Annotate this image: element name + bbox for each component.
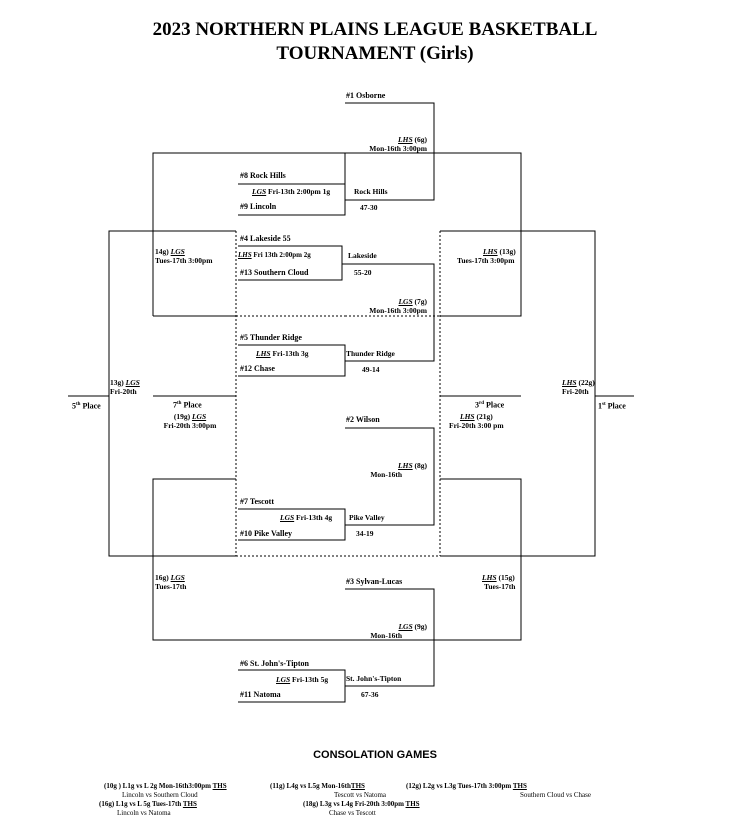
game-7-time: Mon-16th 3:00pm <box>369 306 427 315</box>
game-6-time: Mon-16th 3:00pm <box>369 144 427 153</box>
game-21-label: LHS (21g) <box>460 412 493 421</box>
team-rock-hills: #8 Rock Hills <box>240 171 286 180</box>
game-22-label: LHS (22g) <box>562 378 595 387</box>
bracket-line <box>152 478 522 641</box>
bracket-line <box>238 669 346 703</box>
seventh-place-label: 7th Place <box>173 400 202 410</box>
game-4-score: 34-19 <box>356 529 374 538</box>
page-title: 2023 NORTHERN PLAINS LEAGUE BASKETBALL T… <box>0 18 750 66</box>
bracket-line <box>342 263 435 362</box>
consolation-game-12: (12g) L2g vs L3g Tues-17th 3:00pm THS So… <box>406 782 591 799</box>
team-st-johns-tipton: #6 St. John's-Tipton <box>240 659 309 668</box>
title-line-1: 2023 NORTHERN PLAINS LEAGUE BASKETBALL <box>152 19 598 40</box>
consolation-game-18: (18g) L3g vs L4g Fri-20th 3:00pm THS Cha… <box>303 800 420 817</box>
game-13-time: Tues-17th 3:00pm <box>457 256 515 265</box>
game-3-winner: Thunder Ridge <box>346 349 395 358</box>
game-9-label: LGS (9g) <box>398 622 427 631</box>
game-13-label: LHS (13g) <box>483 247 516 256</box>
game-15-label: LHS (15g) <box>482 573 515 582</box>
game-14-label: 14g) LGS <box>155 247 185 256</box>
game-1-winner: Rock Hills <box>354 187 388 196</box>
team-pike-valley: #10 Pike Valley <box>240 529 293 538</box>
third-place-label: 3rd Place <box>475 400 505 410</box>
game-16-time: Tues-17th <box>155 582 187 591</box>
bracket-line <box>152 152 522 317</box>
first-place-label: 1st Place <box>598 401 626 411</box>
game-2-score: 55-20 <box>354 268 372 277</box>
team-wilson: #2 Wilson <box>346 415 380 424</box>
consolation-game-16: (16g) L1g vs L 5g Tues-17th THS Lincoln … <box>99 800 197 817</box>
game-13c-time: Fri-20th <box>110 387 137 396</box>
game-6-label: LHS (6g) <box>398 135 427 144</box>
consolation-game-10: (10g ) L1g vs L 2g Mon-16th3:00pm THS Li… <box>104 782 227 799</box>
game-1-score: 47-30 <box>360 203 378 212</box>
game-13c-label: 13g) LGS <box>110 378 140 387</box>
bracket-line <box>345 427 435 526</box>
team-osborne: #1 Osborne <box>346 91 386 100</box>
game-3-info: LHS Fri-13th 3g <box>256 349 309 358</box>
game-4-winner: Pike Valley <box>349 513 385 522</box>
title-line-2: TOURNAMENT (Girls) <box>276 43 474 64</box>
game-5-winner: St. John's-Tipton <box>346 674 402 683</box>
game-19-time: Fri-20th 3:00pm <box>163 421 217 430</box>
team-thunder-ridge: #5 Thunder Ridge <box>240 333 302 342</box>
game-2-info: LHS Fri 13th 2:00pm 2g <box>238 251 311 259</box>
fifth-place-label: 5th Place <box>72 401 101 411</box>
game-21-time: Fri-20th 3:00 pm <box>449 421 504 430</box>
team-chase: #12 Chase <box>240 364 275 373</box>
bracket-line <box>345 102 435 201</box>
game-3-score: 49-14 <box>362 365 380 374</box>
game-22-time: Fri-20th <box>562 387 589 396</box>
game-15-time: Tues-17th <box>484 582 516 591</box>
game-5-info: LGS Fri-13th 5g <box>276 675 329 684</box>
bracket-line <box>440 230 596 557</box>
game-1-info: LGS Fri-13th 2:00pm 1g <box>252 187 331 196</box>
team-lakeside: #4 Lakeside 55 <box>240 234 291 243</box>
game-16-label: 16g) LGS <box>155 573 185 582</box>
bracket-line <box>238 508 346 541</box>
team-natoma: #11 Natoma <box>240 690 281 699</box>
game-5-score: 67-36 <box>361 690 379 699</box>
game-14-time: Tues-17th 3:00pm <box>155 256 213 265</box>
game-19-label: (19g) LGS <box>173 412 207 421</box>
bracket-line <box>238 344 346 377</box>
bracket-line <box>345 588 435 687</box>
bracket-line <box>238 153 346 216</box>
consolation-title: CONSOLATION GAMES <box>313 749 437 761</box>
team-tescott: #7 Tescott <box>240 497 274 506</box>
game-2-winner: Lakeside <box>348 251 377 260</box>
team-lincoln: #9 Lincoln <box>240 202 277 211</box>
team-sylvan-lucas: #3 Sylvan-Lucas <box>346 577 403 586</box>
game-7-label: LGS (7g) <box>398 297 427 306</box>
team-southern-cloud: #13 Southern Cloud <box>240 268 309 277</box>
bracket-line <box>108 230 236 557</box>
game-8-time: Mon-16th <box>370 470 402 479</box>
consolation-game-11: (11g) L4g vs L5g Mon-16thTHS Tescott vs … <box>270 782 386 799</box>
bracket-line <box>238 245 343 281</box>
game-4-info: LGS Fri-13th 4g <box>280 513 333 522</box>
game-8-label: LHS (8g) <box>398 461 427 470</box>
game-9-time: Mon-16th <box>370 631 402 640</box>
